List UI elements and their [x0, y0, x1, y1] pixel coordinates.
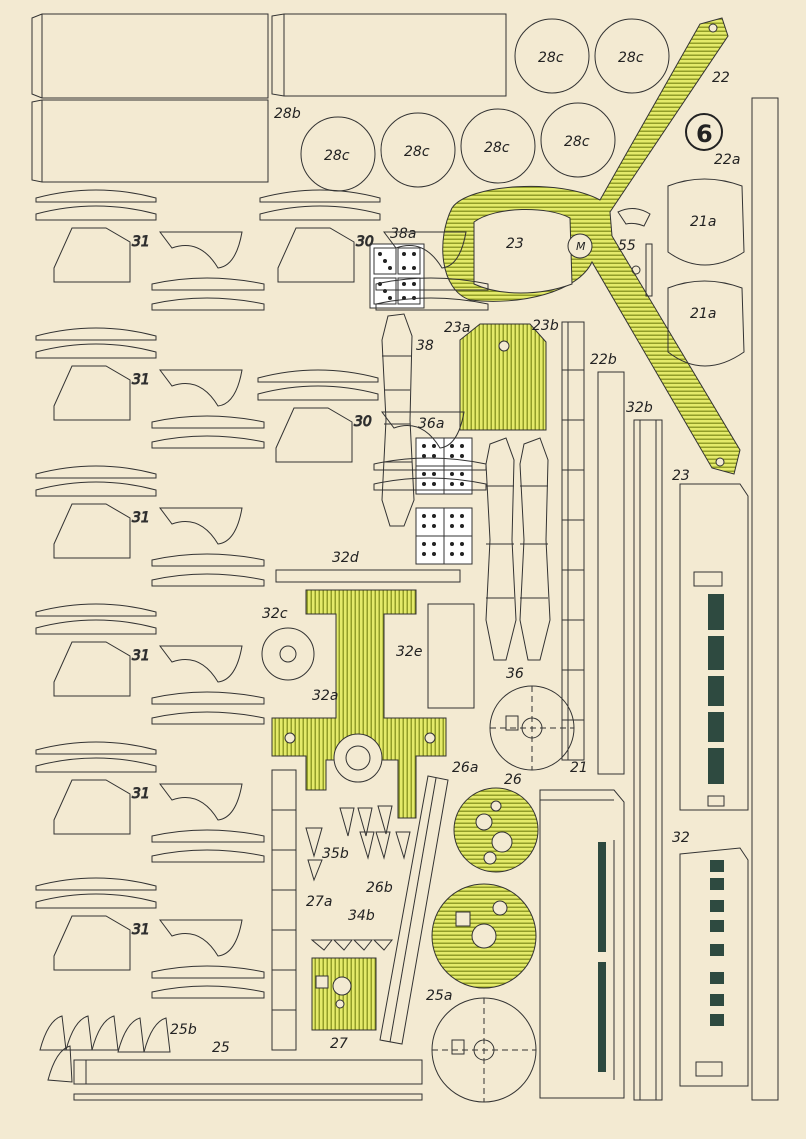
label-23-wall: 23	[672, 468, 690, 484]
part-22b	[597, 371, 625, 775]
part-32c	[261, 627, 315, 681]
label-22: 22	[712, 70, 730, 86]
label-28c: 28c	[324, 148, 350, 164]
buffer-assembly-30: 30	[257, 369, 487, 491]
buffer-assembly-31: 31	[35, 465, 265, 587]
part-25	[73, 1059, 423, 1101]
label-25: 25	[212, 1040, 230, 1056]
page-number-badge: 6	[685, 113, 723, 151]
label-21: 21	[570, 760, 588, 776]
part-26	[489, 685, 575, 771]
part-25a	[431, 997, 537, 1103]
buffer-assembly-31: 31	[35, 189, 265, 311]
part-32a	[271, 589, 447, 819]
part-21	[539, 789, 625, 1099]
label-23b: 23b	[532, 318, 559, 334]
part-36a	[415, 437, 473, 565]
buffer-assembly-30: 30	[259, 189, 489, 311]
label-28b: 28b	[274, 106, 301, 122]
part-27	[311, 957, 377, 1031]
label-36: 36	[506, 666, 524, 682]
buffer-group: 31 31 31 31 31 31 30 30	[35, 189, 489, 999]
part-27a	[271, 769, 297, 1051]
label-23a: 23a	[444, 320, 470, 336]
buffer-assembly-31: 31	[35, 327, 265, 449]
part-22a	[751, 97, 779, 1101]
label-28c: 28c	[618, 50, 644, 66]
motor-mark: M	[576, 240, 586, 253]
label-28c: 28c	[404, 144, 430, 160]
label-36a: 36a	[418, 416, 444, 432]
part-26a	[431, 787, 539, 989]
label-30: 30	[356, 234, 374, 250]
label-55: 55	[618, 238, 636, 254]
label-28c: 28c	[484, 140, 510, 156]
label-25b: 25b	[170, 1022, 197, 1038]
label-25a: 25a	[426, 988, 452, 1004]
label-32: 32	[672, 830, 690, 846]
part-25b	[39, 1015, 171, 1083]
label-38: 38	[416, 338, 434, 354]
label-31: 31	[132, 234, 150, 250]
part-32b	[633, 419, 663, 1101]
part-21a	[667, 178, 745, 367]
part-22-frame	[442, 17, 741, 475]
part-23b	[561, 321, 585, 761]
part-32d	[275, 569, 461, 583]
label-28c: 28c	[538, 50, 564, 66]
label-22a: 22a	[714, 152, 740, 168]
part-32e	[427, 603, 475, 709]
label-32e: 32e	[396, 644, 422, 660]
label-32d: 32d	[332, 550, 359, 566]
part-23a	[459, 323, 547, 431]
label-31: 31	[132, 786, 150, 802]
label-35b: 35b	[322, 846, 349, 862]
label-26a: 26a	[452, 760, 478, 776]
label-31: 31	[132, 372, 150, 388]
label-32c: 32c	[262, 606, 288, 622]
page-number: 6	[696, 120, 713, 148]
part-36	[485, 437, 551, 661]
part-triangles	[305, 805, 411, 951]
label-31: 31	[132, 648, 150, 664]
buffer-assembly-31: 31	[35, 741, 265, 863]
part-23-wall	[679, 483, 749, 811]
label-27a: 27a	[306, 894, 332, 910]
part-28b	[31, 13, 507, 183]
label-27: 27	[330, 1036, 348, 1052]
label-32b: 32b	[626, 400, 653, 416]
label-31: 31	[132, 510, 150, 526]
label-26: 26	[504, 772, 522, 788]
buffer-assembly-31: 31	[35, 877, 265, 999]
label-31: 31	[132, 922, 150, 938]
buffer-assembly-31: 31	[35, 603, 265, 725]
label-26b: 26b	[366, 880, 393, 896]
label-21a: 21a	[690, 214, 716, 230]
label-32a: 32a	[312, 688, 338, 704]
label-21a: 21a	[690, 306, 716, 322]
part-32-wall	[679, 847, 749, 1087]
part-55	[617, 208, 653, 297]
label-28c: 28c	[564, 134, 590, 150]
part-38	[381, 313, 415, 527]
label-22b: 22b	[590, 352, 617, 368]
part-38a	[369, 243, 425, 309]
label-38a: 38a	[390, 226, 416, 242]
label-30: 30	[354, 414, 372, 430]
part-28c-discs	[300, 18, 670, 192]
label-23-frame: 23	[506, 236, 524, 252]
label-34b: 34b	[348, 908, 375, 924]
part-26-strip	[379, 775, 449, 1045]
